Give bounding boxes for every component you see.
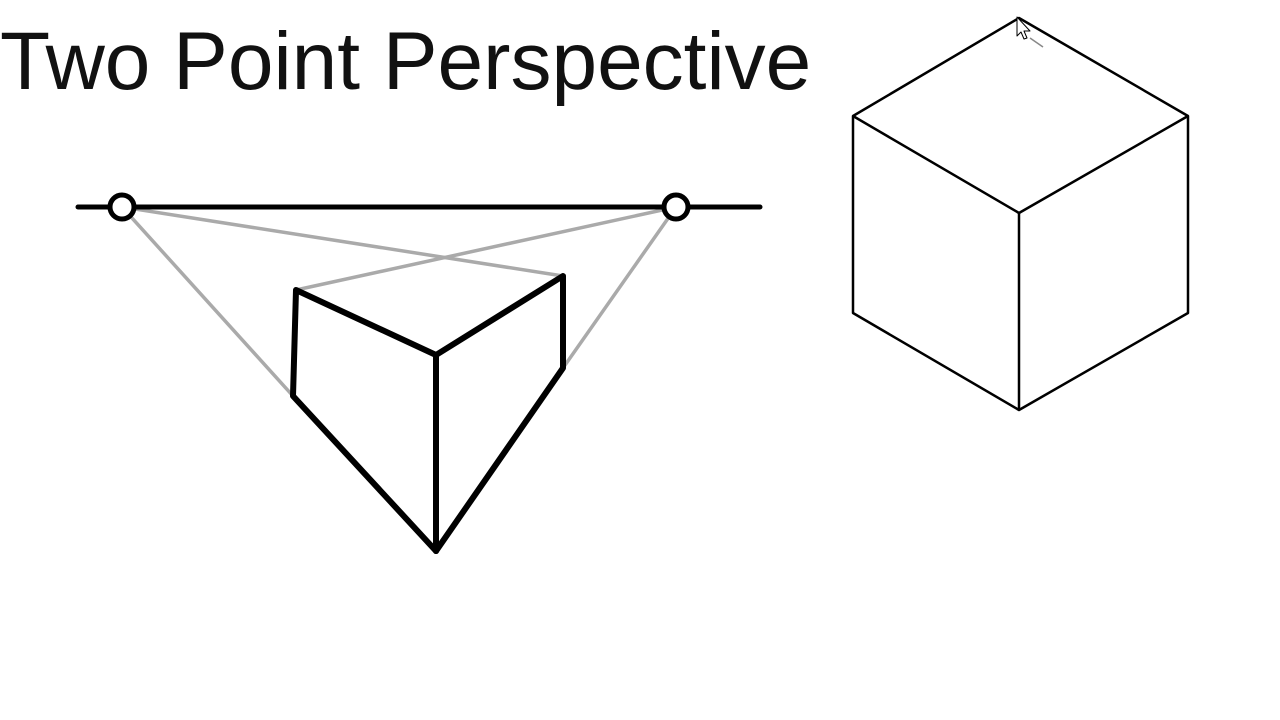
right-vanishing-point — [661, 192, 691, 222]
cube-inner-edges — [852, 114, 1189, 215]
cube-outline — [851, 16, 1190, 412]
page-title: Two Point Perspective — [0, 16, 812, 107]
box-outline-left — [290, 287, 439, 554]
mouse-cursor-icon — [1016, 16, 1044, 48]
box-outline-right — [433, 273, 566, 554]
guide-line-left-to-back-right-top — [120, 205, 565, 278]
guide-line-right-to-back-left-top — [294, 205, 678, 292]
perspective-box — [290, 273, 566, 554]
guide-line-right-to-back-right-bottom — [561, 205, 678, 370]
construction-lines — [120, 205, 678, 398]
guide-line-left-to-back-left-bottom — [120, 205, 295, 398]
isometric-cube — [851, 16, 1190, 412]
left-vanishing-point — [107, 192, 137, 222]
